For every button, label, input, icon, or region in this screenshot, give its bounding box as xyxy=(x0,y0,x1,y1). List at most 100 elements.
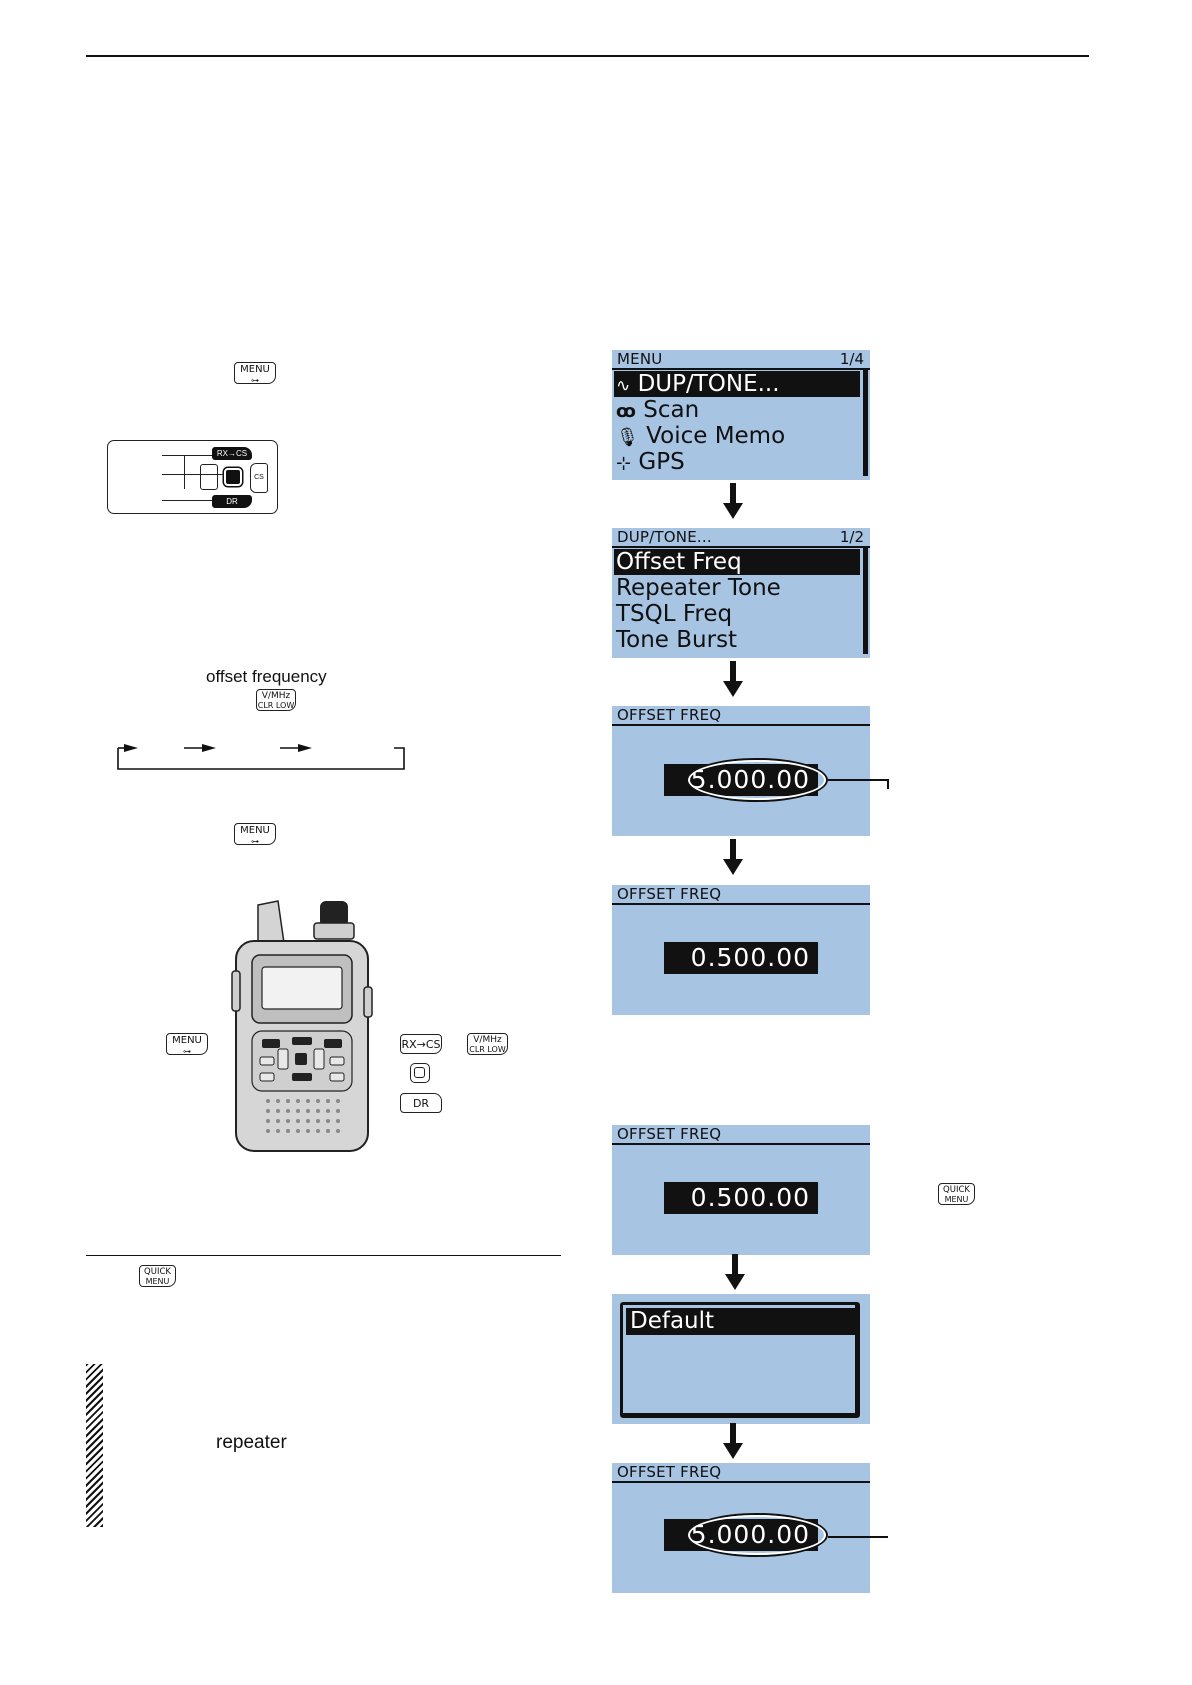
note-hatch-bar xyxy=(86,1364,103,1527)
menu-item-label: GPS xyxy=(638,449,685,475)
offset-frequency-value[interactable]: 0.500.00 xyxy=(664,1182,818,1214)
pointer-line-up xyxy=(162,455,212,457)
rxcs-key-icon: RX→CS xyxy=(212,447,252,460)
radio-key-d xyxy=(329,1072,345,1082)
offset-frequency-text: offset frequency xyxy=(206,667,327,686)
menu-key-sublabel-2: ⊶ xyxy=(251,837,259,846)
keypad-diagram: RX→CS CS DR xyxy=(107,440,278,514)
quick-key-label-2: QUICK xyxy=(943,1185,970,1195)
pointer-line-mid xyxy=(162,474,224,476)
radio-key-rxcs xyxy=(292,1037,312,1045)
satellite-icon: ⊹ xyxy=(616,453,632,474)
cs-key-icon: CS xyxy=(250,463,268,493)
vmhz-key-icon: V/MHz CLR LOW xyxy=(256,689,296,711)
menu-key-icon: MENU ⊶ xyxy=(234,362,276,385)
radio-key-dr xyxy=(292,1073,312,1081)
lcd-duptone-screen: DUP/TONE... 1/2 Offset Freq Repeater Ton… xyxy=(612,528,870,658)
page-indicator: 1/2 xyxy=(839,528,864,546)
cycle-arrow-2 xyxy=(202,744,216,752)
vmhz-key-sublabel-2: CLR LOW xyxy=(469,1045,506,1054)
menu-key-icon-2: MENU ⊶ xyxy=(234,823,276,846)
menu-key-icon-3: MENU ⊶ xyxy=(166,1033,208,1056)
menu-key-label-3: MENU xyxy=(172,1035,202,1046)
cycle-arrow-1 xyxy=(124,744,138,752)
menu-key-sublabel: ⊶ xyxy=(251,376,259,385)
radio-key-a xyxy=(259,1056,275,1066)
rxcs-key-icon-2: RX→CS xyxy=(400,1034,442,1054)
vmhz-key-label: V/MHz xyxy=(261,691,291,701)
highlight-oval xyxy=(688,1515,826,1555)
radio-display xyxy=(261,966,343,1010)
screen-title: OFFSET FREQ xyxy=(617,885,722,903)
vmhz-key-icon-2: V/MHz CLR LOW xyxy=(467,1033,508,1055)
menu-item-repeater-tone[interactable]: Repeater Tone xyxy=(616,575,781,601)
menu-item-label: Scan xyxy=(643,397,700,423)
dr-key-icon-2: DR xyxy=(400,1093,442,1113)
dialog-frame: Default xyxy=(620,1302,860,1418)
scrollbar[interactable] xyxy=(863,548,868,654)
section-rule xyxy=(86,1255,561,1257)
callout-line-2 xyxy=(828,1536,888,1538)
scrollbar[interactable] xyxy=(863,370,868,476)
lcd-header: OFFSET FREQ xyxy=(612,1125,870,1145)
quick-key-label: QUICK xyxy=(144,1267,171,1277)
radio-key-right xyxy=(324,1039,342,1048)
screen-title: OFFSET FREQ xyxy=(617,706,722,724)
dr-key-icon: DR xyxy=(212,495,252,508)
menu-key-label: MENU xyxy=(240,364,270,375)
left-key-icon xyxy=(200,464,218,490)
lcd-menu-screen: MENU 1/4 ∿ DUP/TONE... ꝏ Scan 🎙 Voice Me… xyxy=(612,350,870,480)
radio-knob xyxy=(320,901,348,927)
menu-item-offset-freq[interactable]: Offset Freq xyxy=(614,549,860,575)
lcd-offset-screen-1: OFFSET FREQ 5.000.00 xyxy=(612,706,870,836)
menu-item-duptone[interactable]: ∿ DUP/TONE... xyxy=(614,371,860,397)
menu-item-label: DUP/TONE... xyxy=(637,371,780,397)
vmhz-key-sublabel: CLR LOW xyxy=(257,701,295,710)
screen-title: OFFSET FREQ xyxy=(617,1125,722,1143)
lcd-offset-screen-4: OFFSET FREQ 5.000.00 xyxy=(612,1463,870,1593)
page-indicator: 1/4 xyxy=(839,350,864,368)
lcd-header: OFFSET FREQ xyxy=(612,885,870,905)
header-rule xyxy=(86,55,1089,57)
menu-item-label: Voice Memo xyxy=(646,423,786,449)
menu-item-tsql-freq[interactable]: TSQL Freq xyxy=(616,601,733,627)
lcd-header: OFFSET FREQ xyxy=(612,706,870,726)
lcd-offset-screen-2: OFFSET FREQ 0.500.00 xyxy=(612,885,870,1015)
tone-icon: ∿ xyxy=(616,376,631,396)
repeater-text: repeater xyxy=(216,1432,287,1453)
menu-item-tone-burst[interactable]: Tone Burst xyxy=(616,627,738,653)
radio-side-button xyxy=(231,970,241,1012)
quick-menu-key-icon-2: QUICK MENU xyxy=(938,1183,975,1205)
radio-speaker-grille xyxy=(266,1099,340,1133)
offset-frequency-value[interactable]: 0.500.00 xyxy=(664,942,818,974)
quick-key-sublabel: MENU xyxy=(145,1277,170,1286)
quick-key-sublabel-2: MENU xyxy=(944,1195,969,1204)
cycle-bracket xyxy=(117,747,405,770)
pointer-line-up-v xyxy=(184,455,186,489)
radio-key-l xyxy=(277,1048,289,1070)
microphone-icon: 🎙 xyxy=(616,427,639,448)
radio-side-button-2 xyxy=(363,986,373,1018)
menu-key-sublabel-3: ⊶ xyxy=(183,1047,191,1056)
radio-key-c xyxy=(259,1072,275,1082)
lcd-offset-screen-3: OFFSET FREQ 0.500.00 xyxy=(612,1125,870,1255)
cycle-arrow-3 xyxy=(298,744,312,752)
lcd-header: OFFSET FREQ xyxy=(612,1463,870,1483)
center-key-icon-2 xyxy=(410,1063,430,1083)
menu-item-gps[interactable]: ⊹ GPS xyxy=(614,449,685,475)
menu-key-label-2: MENU xyxy=(240,825,270,836)
cycle-diagram xyxy=(117,744,405,770)
callout-line-1 xyxy=(828,779,888,781)
lcd-header: MENU 1/4 xyxy=(612,350,870,370)
radio-key-r xyxy=(313,1048,325,1070)
screen-title: OFFSET FREQ xyxy=(617,1463,722,1481)
callout-line-1-v xyxy=(887,779,889,789)
dialog-item-default[interactable]: Default xyxy=(626,1308,855,1335)
lcd-header: DUP/TONE... 1/2 xyxy=(612,528,870,548)
radio-key-menu xyxy=(262,1039,280,1048)
menu-item-scan[interactable]: ꝏ Scan xyxy=(614,397,699,423)
menu-item-voice-memo[interactable]: 🎙 Voice Memo xyxy=(614,423,785,449)
radio-illustration xyxy=(231,900,373,1152)
radio-key-center xyxy=(295,1053,307,1065)
vmhz-key-label-2: V/MHz xyxy=(473,1035,502,1045)
